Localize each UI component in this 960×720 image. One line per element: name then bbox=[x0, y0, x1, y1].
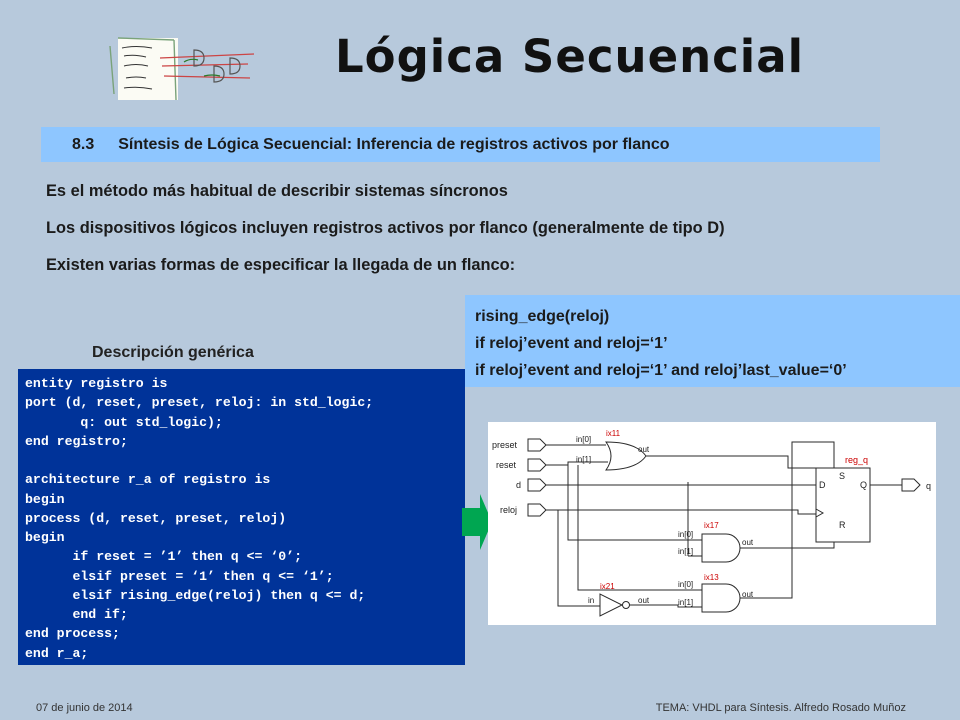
footer-topic: TEMA: VHDL para Síntesis. Alfredo Rosado… bbox=[655, 702, 906, 714]
input-label-d: d bbox=[516, 480, 521, 490]
gate-pin-label: in[0] bbox=[576, 435, 591, 444]
code-line: port (d, reset, preset, reloj: in std_lo… bbox=[25, 395, 374, 411]
gate-pin-label: out bbox=[638, 596, 650, 605]
code-line: if reset = ’1’ then q <= ‘0’; bbox=[25, 549, 302, 565]
gate-label-ix13: ix13 bbox=[704, 573, 719, 582]
gate-pin-label: out bbox=[742, 590, 754, 599]
footer-date: 07 de junio de 2014 bbox=[36, 702, 133, 714]
gate-pin-label: out bbox=[742, 538, 754, 547]
code-line: end r_a; bbox=[25, 645, 89, 661]
register-pin-d: D bbox=[819, 480, 826, 490]
input-pin-d bbox=[527, 478, 547, 492]
code-line: architecture r_a of registro is bbox=[25, 472, 271, 488]
input-pin-preset bbox=[527, 438, 547, 452]
output-pin-q bbox=[901, 478, 921, 492]
code-line: end if; bbox=[25, 607, 128, 622]
register-reg-q bbox=[815, 467, 871, 543]
input-label-preset: preset bbox=[492, 440, 518, 450]
input-label-reloj: reloj bbox=[500, 505, 517, 515]
bullet-item: Los dispositivos lógicos incluyen regist… bbox=[46, 219, 725, 237]
register-pin-q: Q bbox=[860, 480, 867, 490]
gate-pin-label: in[0] bbox=[678, 530, 693, 539]
gate-pin-label: in[1] bbox=[576, 455, 591, 464]
or-gate-ix11 bbox=[605, 441, 647, 471]
arrow-right-icon bbox=[462, 494, 492, 550]
bullet-item: Existen varias formas de especificar la … bbox=[46, 256, 516, 274]
edge-form: if reloj’event and reloj=‘1’ bbox=[475, 335, 668, 352]
page-title: Lógica Secuencial bbox=[335, 30, 805, 83]
code-line: begin bbox=[25, 530, 65, 545]
register-pin-r: R bbox=[839, 520, 846, 530]
edge-form: if reloj’event and reloj=‘1’ and reloj’l… bbox=[475, 362, 847, 379]
code-line bbox=[25, 451, 465, 470]
schematic-diagram: preset reset d reloj q reg_q D Q S R ix1… bbox=[488, 422, 936, 625]
gate-pin-label: out bbox=[638, 445, 650, 454]
code-line: process (d, reset, preset, reloj) bbox=[25, 510, 287, 526]
input-pin-reset bbox=[527, 458, 547, 472]
edge-forms-box: rising_edge(reloj) if reloj’event and re… bbox=[465, 295, 960, 387]
code-line: end registro; bbox=[25, 433, 128, 449]
logo-icon bbox=[109, 37, 255, 101]
gate-pin-label: in[0] bbox=[678, 580, 693, 589]
code-heading: Descripción genérica bbox=[92, 344, 254, 361]
code-line: entity registro is bbox=[25, 376, 168, 391]
code-line: begin bbox=[25, 491, 65, 507]
input-label-reset: reset bbox=[496, 460, 517, 470]
section-title: Síntesis de Lógica Secuencial: Inferenci… bbox=[118, 135, 670, 153]
gate-label-ix17: ix17 bbox=[704, 521, 719, 530]
input-pin-reloj bbox=[527, 503, 547, 517]
gate-pin-label: in[1] bbox=[678, 598, 693, 607]
code-block: entity registro is port (d, reset, prese… bbox=[18, 369, 465, 665]
gate-label-ix11: ix11 bbox=[606, 429, 621, 438]
gate-pin-label: in bbox=[588, 596, 594, 605]
not-gate-ix21 bbox=[599, 593, 624, 617]
code-line: elsif rising_edge(reloj) then q <= d; bbox=[25, 587, 366, 603]
edge-form: rising_edge(reloj) bbox=[475, 308, 610, 325]
section-header: 8.3 Síntesis de Lógica Secuencial: Infer… bbox=[41, 127, 880, 162]
bullet-item: Es el método más habitual de describir s… bbox=[46, 182, 508, 200]
section-number: 8.3 bbox=[72, 135, 95, 153]
code-line: end process; bbox=[25, 626, 120, 642]
and-gate-ix17 bbox=[701, 533, 741, 563]
gate-label-ix21: ix21 bbox=[600, 582, 615, 591]
output-label-q: q bbox=[926, 481, 931, 491]
register-pin-s: S bbox=[839, 471, 845, 481]
and-gate-ix13 bbox=[701, 583, 741, 613]
code-line: q: out std_logic); bbox=[25, 414, 223, 430]
code-line: elsif preset = ‘1’ then q <= ‘1’; bbox=[25, 568, 334, 584]
gate-pin-label: in[1] bbox=[678, 547, 693, 556]
register-label: reg_q bbox=[845, 455, 868, 465]
bullet-list: Es el método más habitual de describir s… bbox=[46, 180, 725, 291]
